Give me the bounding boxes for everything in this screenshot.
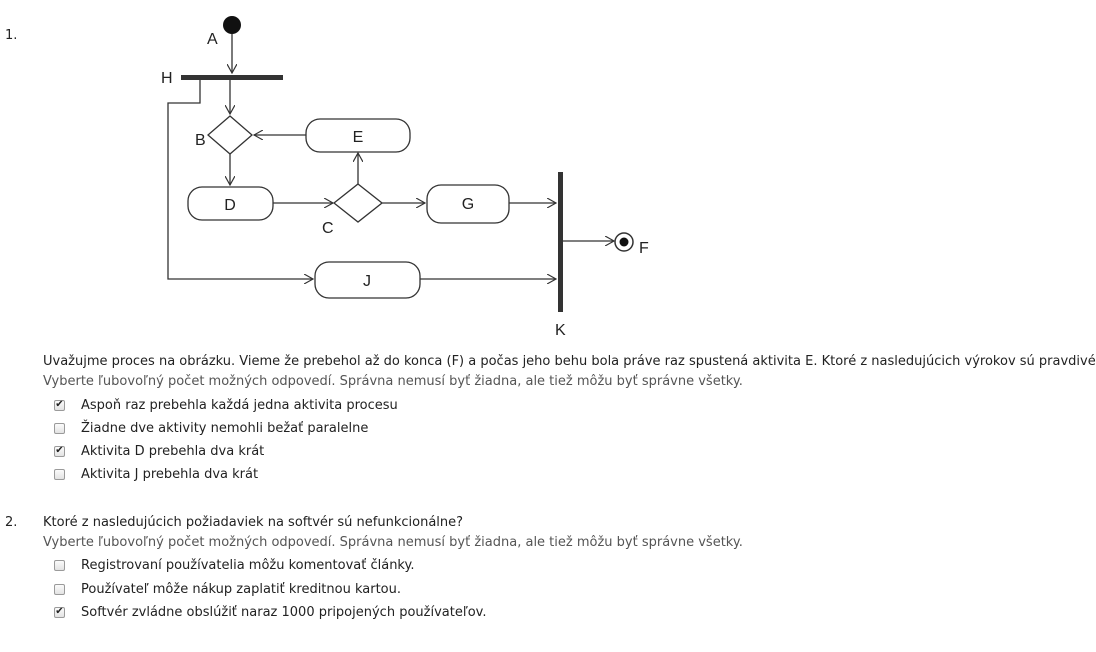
join-bar-k <box>558 172 563 312</box>
option-label: Aktivita D prebehla dva krát <box>81 443 265 459</box>
diagram-label-f: F <box>639 240 649 257</box>
question-1-option-1[interactable]: ✔ Aspoň raz prebehla každá jedna aktivit… <box>54 396 398 414</box>
option-label: Softvér zvládne obslúžiť naraz 1000 prip… <box>81 604 487 620</box>
checkbox-checked[interactable]: ✔ <box>54 445 65 457</box>
diagram-label-k: K <box>555 322 566 339</box>
diagram-label-b: B <box>195 132 206 149</box>
final-node-inner <box>619 237 629 247</box>
activity-j-label: J <box>363 273 371 290</box>
question-1-text: Uvažujme proces na obrázku. Vieme že pre… <box>43 354 1096 369</box>
question-1-option-4[interactable]: Aktivita J prebehla dva krát <box>54 465 258 483</box>
question-2-text: Ktoré z nasledujúcich požiadaviek na sof… <box>43 515 464 530</box>
question-1-option-3[interactable]: ✔ Aktivita D prebehla dva krát <box>54 442 264 460</box>
diagram-label-a: A <box>207 31 218 48</box>
question-2-number: 2. <box>5 515 18 530</box>
question-2-option-2[interactable]: Používateľ môže nákup zaplatiť kreditnou… <box>54 580 401 598</box>
option-label: Aktivita J prebehla dva krát <box>81 466 259 482</box>
question-1-instruction: Vyberte ľubovoľný počet možných odpovedí… <box>43 374 743 389</box>
checkbox-unchecked[interactable] <box>54 559 65 571</box>
question-1-number: 1. <box>5 28 18 43</box>
fork-bar-h <box>181 75 283 80</box>
edge-h-to-j <box>167 80 313 279</box>
decision-node-c <box>332 183 384 223</box>
diagram-label-c: C <box>322 220 334 237</box>
option-label: Aspoň raz prebehla každá jedna aktivita … <box>81 397 398 413</box>
activity-g <box>426 184 510 224</box>
checkbox-unchecked[interactable] <box>54 422 65 434</box>
checkbox-unchecked[interactable] <box>54 583 65 595</box>
question-2-instruction: Vyberte ľubovoľný počet možných odpovedí… <box>43 535 743 550</box>
activity-diagram: A H B E D C G K F J <box>161 16 649 339</box>
initial-node <box>223 16 241 34</box>
option-label: Žiadne dve aktivity nemohli bežať parale… <box>81 420 369 436</box>
option-label: Registrovaní používatelia môžu komentova… <box>81 557 415 573</box>
activity-g-label: G <box>462 196 474 213</box>
checkbox-unchecked[interactable] <box>54 468 65 480</box>
question-2-option-3[interactable]: ✔ Softvér zvládne obslúžiť naraz 1000 pr… <box>54 603 486 621</box>
diagram-label-h: H <box>161 70 173 87</box>
decision-node-b <box>207 115 253 155</box>
question-1-option-2[interactable]: Žiadne dve aktivity nemohli bežať parale… <box>54 419 368 437</box>
option-label: Používateľ môže nákup zaplatiť kreditnou… <box>81 581 401 597</box>
activity-d-label: D <box>224 197 236 214</box>
question-2-option-1[interactable]: Registrovaní používatelia môžu komentova… <box>54 556 414 574</box>
checkbox-checked[interactable]: ✔ <box>54 399 65 411</box>
activity-j <box>314 261 421 299</box>
checkbox-checked[interactable]: ✔ <box>54 606 65 618</box>
activity-e-label: E <box>353 129 364 146</box>
